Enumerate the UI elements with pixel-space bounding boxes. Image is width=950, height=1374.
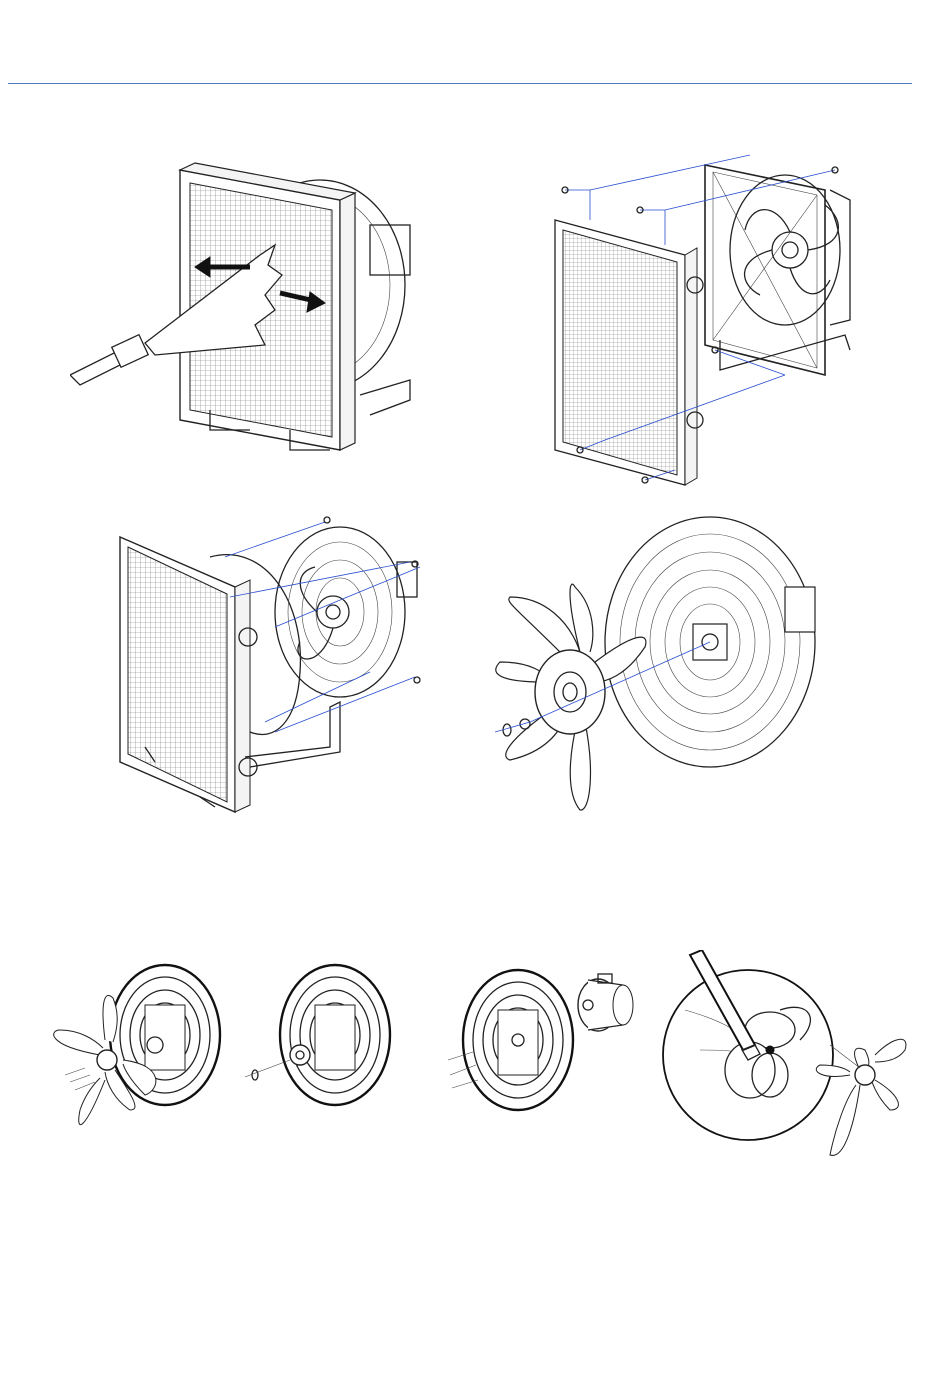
- motor-removal-illustration: [438, 960, 638, 1125]
- cooler-fan-shroud-exploded-illustration: [545, 150, 875, 495]
- impeller-removal-exploded-illustration: [485, 512, 825, 817]
- cooler-fan-guard-exploded-illustration: [115, 512, 430, 817]
- pressure-washer-cleaning-cooler-illustration: [70, 155, 415, 460]
- header-rule: [8, 83, 912, 84]
- hub-tightening-detail-illustration: [660, 950, 935, 1165]
- fan-guard-impeller-steps-illustration: [45, 960, 395, 1145]
